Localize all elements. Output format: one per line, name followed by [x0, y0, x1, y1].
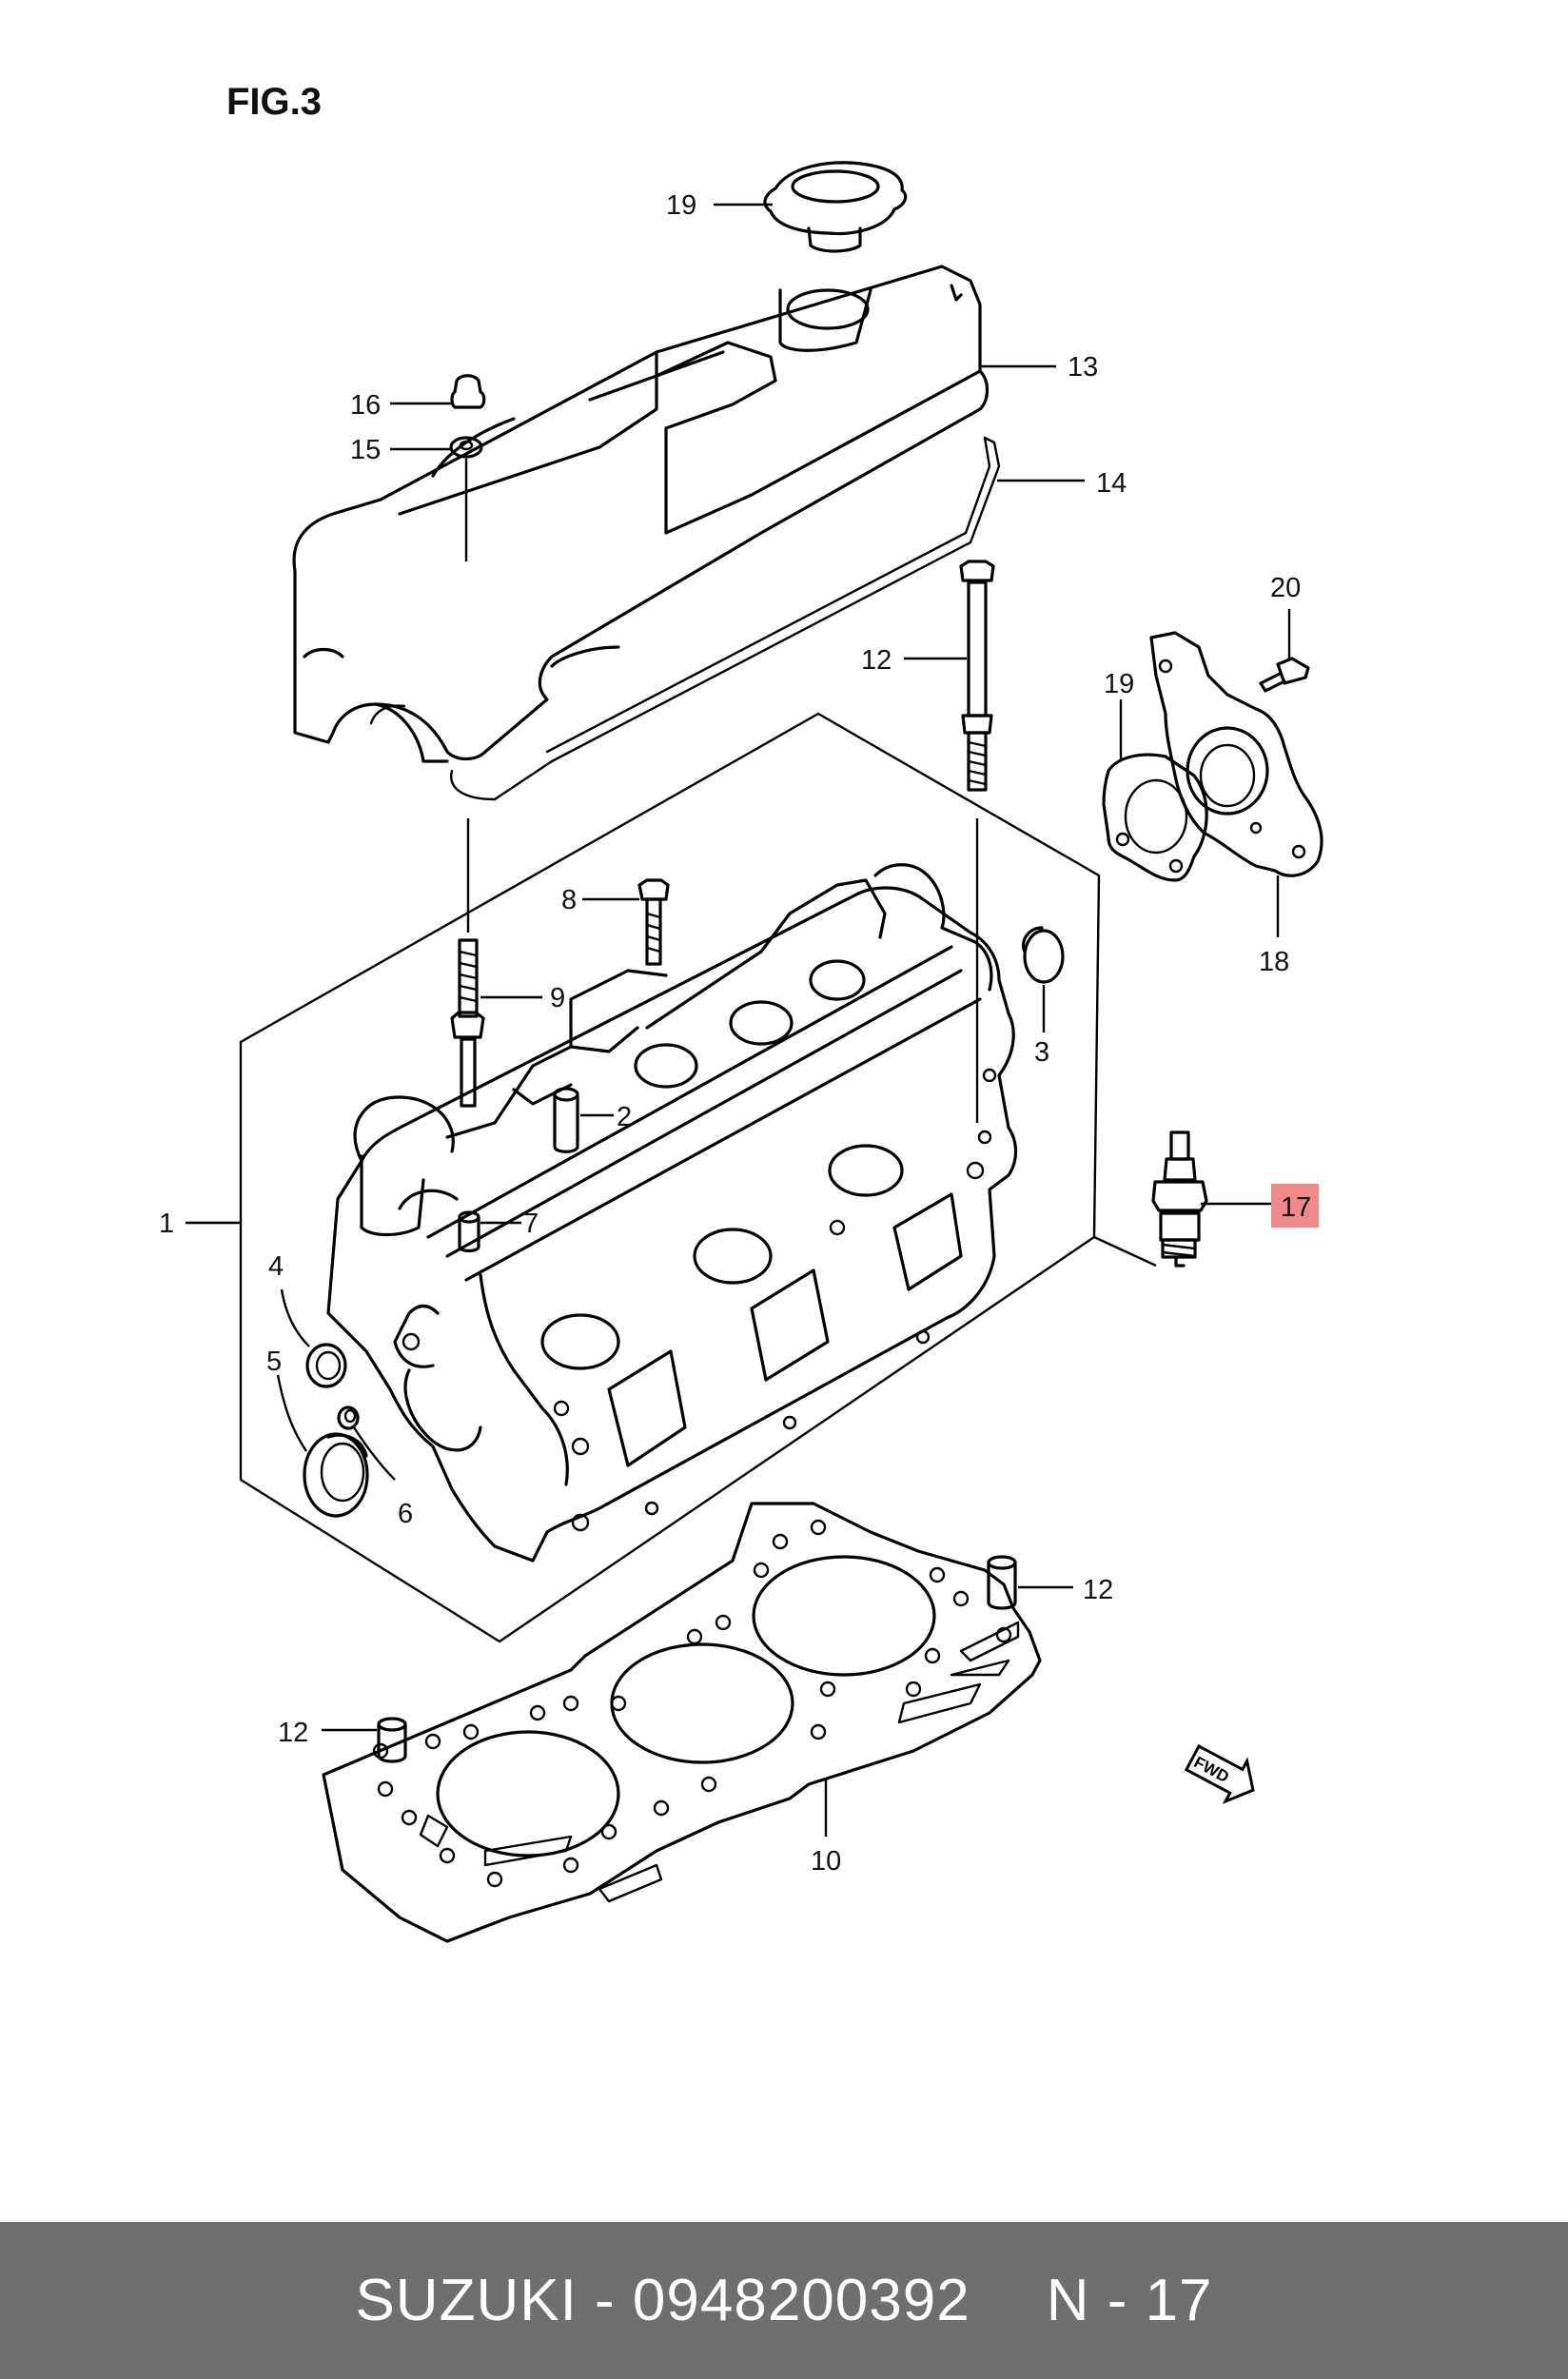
callout-11: 12 — [861, 645, 892, 676]
callout-2: 2 — [617, 1102, 632, 1132]
cylinder-head-gasket — [322, 1502, 1042, 1943]
cylinder-head — [326, 863, 1018, 1563]
seal-4 — [305, 1343, 347, 1388]
callout-12-right: 12 — [1083, 1575, 1113, 1605]
callout-10: 10 — [811, 1846, 841, 1877]
callout-4: 4 — [268, 1251, 284, 1282]
housing-bolt-20 — [1259, 657, 1310, 693]
callout-21: 19 — [666, 190, 696, 221]
oil-seal-5 — [303, 1432, 369, 1518]
callout-5: 5 — [266, 1347, 282, 1377]
callout-13: 13 — [1068, 352, 1098, 383]
callout-15: 15 — [350, 435, 381, 465]
callout-20: 20 — [1270, 573, 1301, 603]
callout-12-left: 12 — [278, 1718, 308, 1748]
spark-plug-17 — [1151, 1131, 1208, 1268]
dowel-12-right — [987, 1555, 1017, 1610]
dowel-pin-2 — [553, 1087, 579, 1153]
callout-9: 9 — [550, 983, 565, 1013]
callout-16: 16 — [350, 390, 381, 421]
highlight-box-17 — [1271, 1184, 1319, 1228]
cylinder-head-cover — [292, 265, 990, 763]
oil-filler-cap — [763, 161, 908, 253]
callout-3: 3 — [1034, 1037, 1049, 1068]
stud-9 — [450, 938, 485, 1108]
callout-7: 7 — [523, 1209, 539, 1239]
water-outlet-housing-18 — [1149, 631, 1323, 877]
fwd-arrow-icon: FWD — [1184, 1743, 1255, 1804]
exploded-parts-diagram: FIG.3 19 13 14 16 15 — [159, 81, 1323, 1943]
bolt-8 — [637, 878, 670, 966]
callout-1: 1 — [159, 1209, 174, 1239]
footer-ref-text: N - 17 — [1046, 2268, 1213, 2333]
dowel-12-left — [377, 1717, 407, 1763]
plug-6 — [337, 1406, 360, 1430]
head-bolt-11 — [959, 560, 995, 792]
cover-washer-15 — [449, 436, 483, 459]
footer-bar: SUZUKI - 0948200392 N - 17 — [0, 2222, 1568, 2379]
figure-title: FIG.3 — [226, 81, 322, 123]
pin-7 — [458, 1210, 480, 1253]
callout-14: 14 — [1096, 468, 1127, 499]
callout-18: 18 — [1259, 947, 1289, 977]
callout-19: 19 — [1104, 669, 1134, 699]
water-outlet-gasket-19 — [1102, 753, 1208, 882]
callout-8: 8 — [561, 885, 577, 915]
cover-nut-16 — [450, 374, 486, 409]
callout-17: 17 — [1281, 1192, 1311, 1223]
footer-part-text: SUZUKI - 0948200392 — [355, 2268, 970, 2333]
cam-plug-3 — [1021, 926, 1065, 984]
cylinder-head-cover-gasket — [369, 436, 1001, 801]
callout-6: 6 — [398, 1499, 413, 1529]
